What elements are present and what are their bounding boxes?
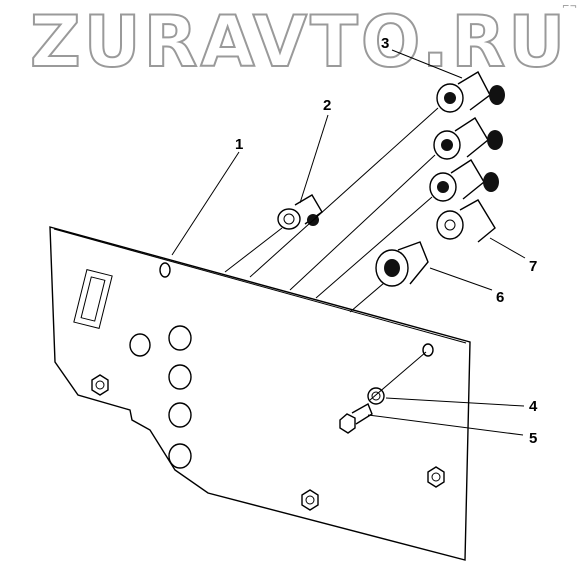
fitting-6 (375, 241, 429, 287)
fitting-2 (277, 194, 323, 230)
bolt-5 (339, 402, 373, 434)
watermark-logo: ZURAVTO.RU (29, 1, 569, 83)
corner-mark: ⌐¬ (562, 2, 578, 12)
callout-4: 4 (529, 398, 538, 415)
callout-leaders (171, 49, 526, 436)
callout-3: 3 (381, 35, 389, 52)
callout-5: 5 (529, 430, 537, 447)
fittings-3 (429, 71, 505, 202)
callout-2: 2 (323, 97, 331, 114)
fitting-7 (436, 199, 496, 243)
washer-4 (367, 387, 385, 405)
mounting-plate (49, 226, 471, 561)
callout-1: 1 (235, 136, 243, 153)
callout-6: 6 (496, 289, 504, 306)
assembly-lines (224, 107, 439, 401)
callout-7: 7 (529, 258, 537, 275)
